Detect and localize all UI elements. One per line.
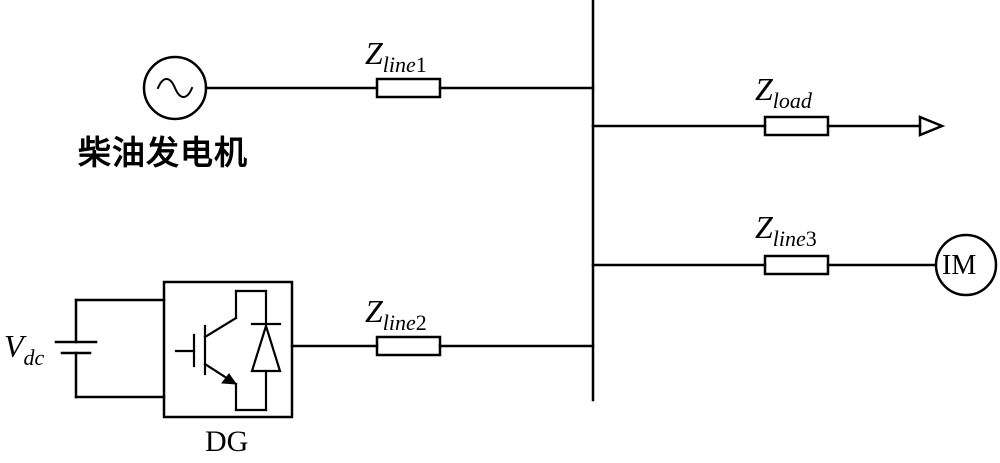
emitter-arrow-icon [221, 373, 238, 385]
load-arrow-icon [918, 115, 946, 137]
motor-label: IM [942, 250, 977, 281]
z-line1-label: Zline1 [365, 35, 427, 77]
z-load-label: Zload [755, 71, 812, 113]
dg-converter-box [162, 280, 294, 419]
z-line2-resistor [375, 335, 442, 357]
sine-icon [156, 78, 194, 98]
z-load-resistor [763, 115, 830, 137]
igbt-icon [174, 289, 268, 412]
dg-label: DG [205, 425, 249, 458]
z-line3-resistor [763, 254, 830, 276]
vdc-label: Vdc [4, 328, 45, 370]
motor-symbol [934, 233, 998, 297]
z-line3-label: Zline3 [755, 209, 817, 251]
z-line2-label: Zline2 [365, 293, 427, 335]
generator-label: 柴油发电机 [78, 133, 248, 172]
diode-icon [250, 322, 282, 373]
z-line1-resistor [375, 77, 442, 99]
